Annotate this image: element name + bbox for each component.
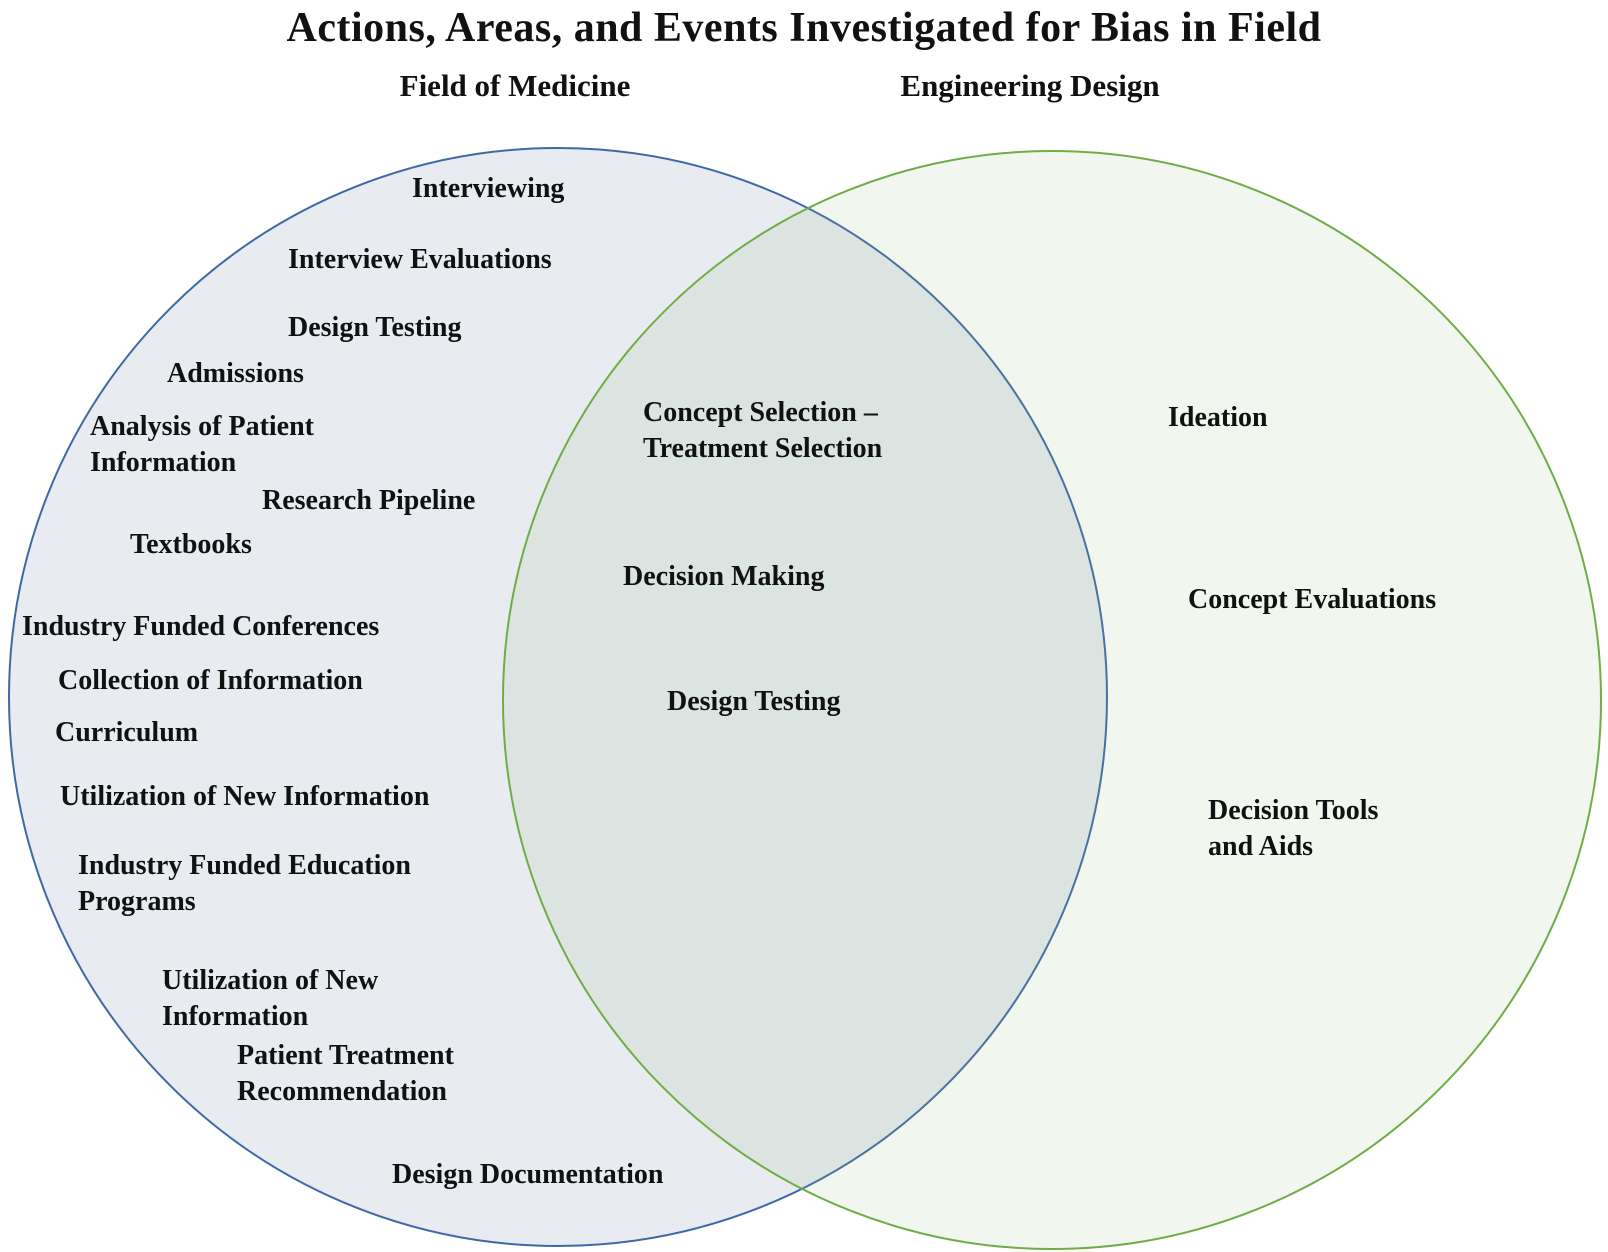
medicine-item-label: Analysis of Patient Information <box>90 411 314 478</box>
medicine-item-label: Design Testing <box>288 312 462 343</box>
left-circle-title: Field of Medicine <box>399 68 631 103</box>
medicine-item-label: Research Pipeline <box>262 485 476 516</box>
medicine-item-label: Design Documentation <box>392 1159 664 1190</box>
engineering-item-label: Concept Evaluations <box>1188 584 1437 615</box>
medicine-item-label: Interview Evaluations <box>288 244 552 275</box>
engineering-circle <box>502 150 1602 1250</box>
medicine-item-label: Collection of Information <box>58 665 363 696</box>
medicine-item-label: Industry Funded Conferences <box>22 611 380 642</box>
medicine-item-label: Industry Funded Education Programs <box>78 850 412 917</box>
engineering-item-label: Ideation <box>1168 402 1268 433</box>
medicine-item-label: Interviewing <box>412 173 565 204</box>
medicine-item-label: Admissions <box>167 358 304 389</box>
engineering-item-label: Decision Tools and Aids <box>1208 795 1379 862</box>
medicine-item-label: Utilization of New Information <box>162 965 379 1032</box>
medicine-item-label: Patient Treatment Recommendation <box>237 1040 454 1107</box>
diagram-title: Actions, Areas, and Events Investigated … <box>286 5 1322 51</box>
shared-item-label: Design Testing <box>667 686 841 717</box>
right-circle-title: Engineering Design <box>900 68 1160 103</box>
medicine-item-label: Utilization of New Information <box>60 781 430 812</box>
medicine-item-label: Textbooks <box>130 529 252 560</box>
medicine-item-label: Curriculum <box>55 717 199 748</box>
shared-item-label: Decision Making <box>623 561 825 592</box>
shared-item-label: Concept Selection – Treatment Selection <box>643 397 883 464</box>
